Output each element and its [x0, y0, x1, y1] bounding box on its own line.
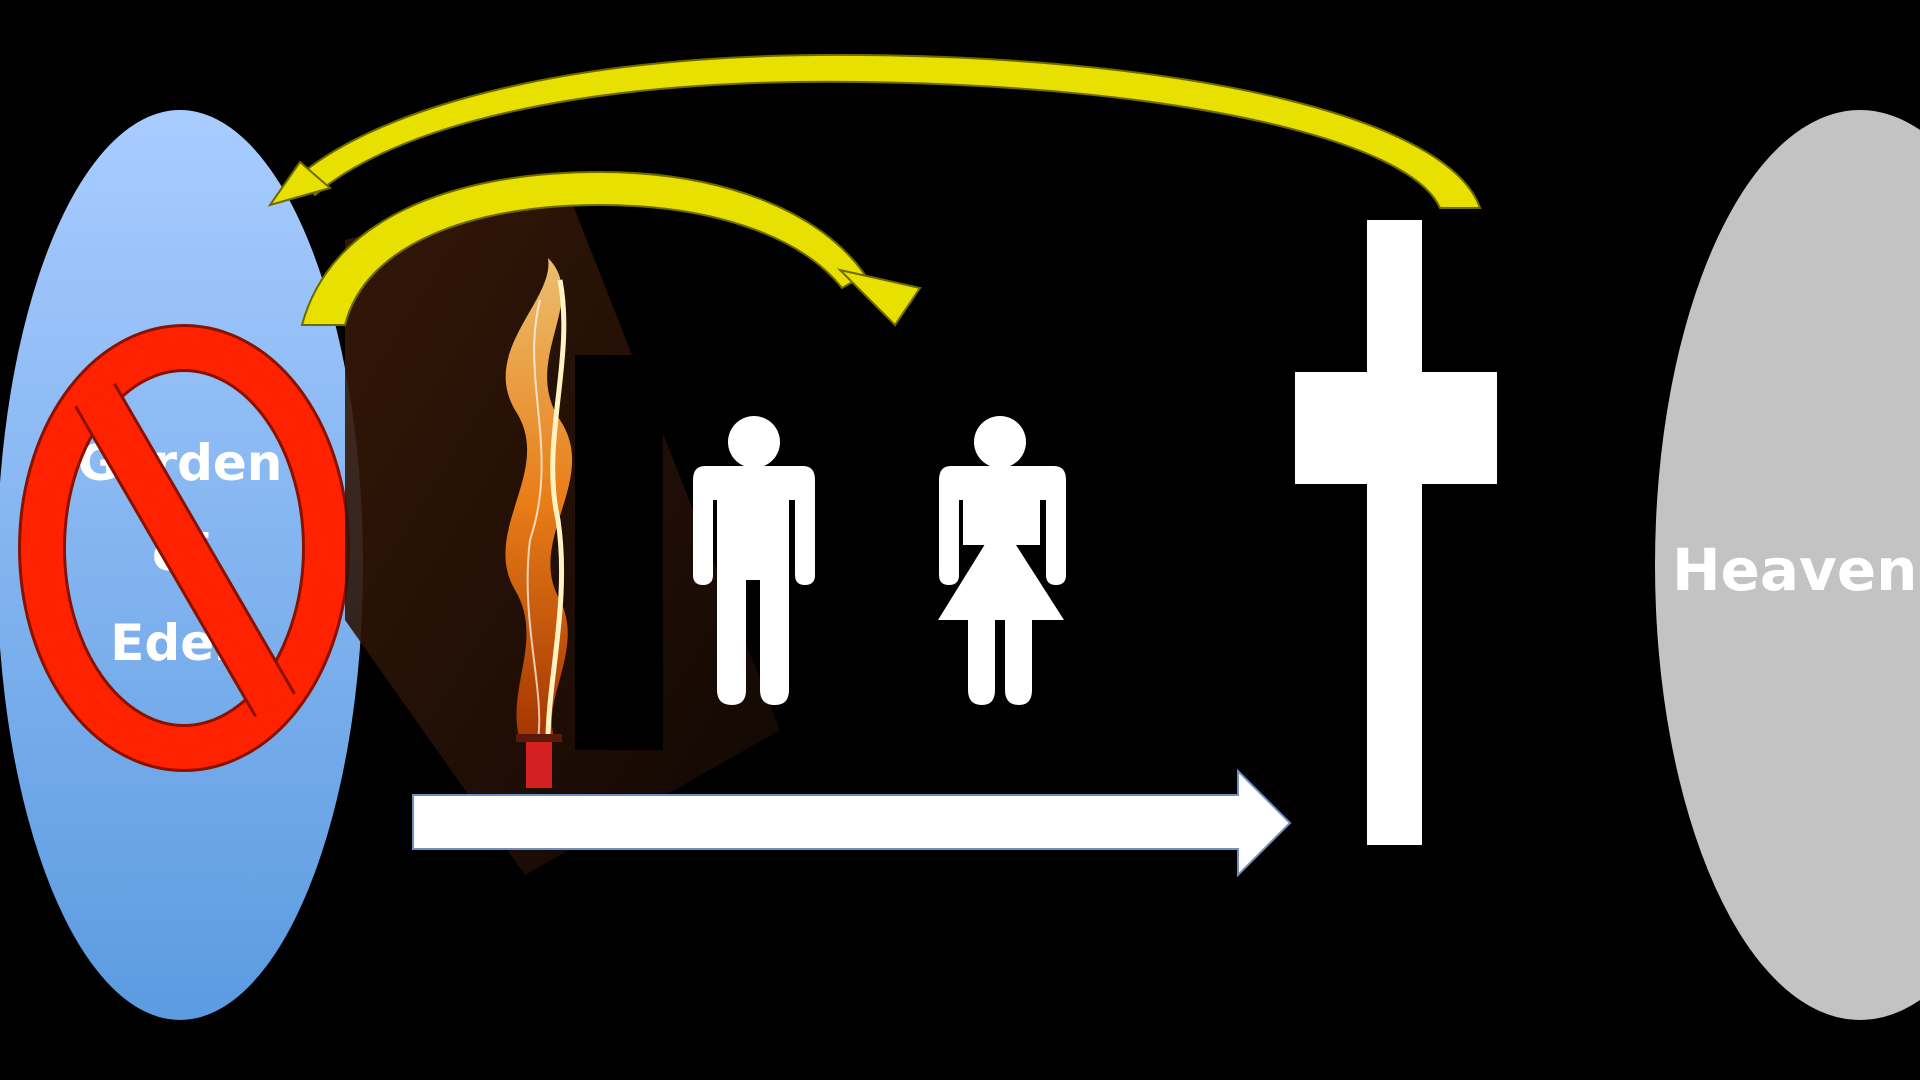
- heaven: Heaven: [1655, 110, 1920, 1020]
- cross-icon: [1295, 220, 1497, 845]
- woman-icon: [938, 416, 1066, 705]
- return-arc-arrow: [270, 55, 1480, 208]
- heaven-label: Heaven: [1672, 536, 1917, 604]
- flaming-sword-icon: [345, 185, 780, 875]
